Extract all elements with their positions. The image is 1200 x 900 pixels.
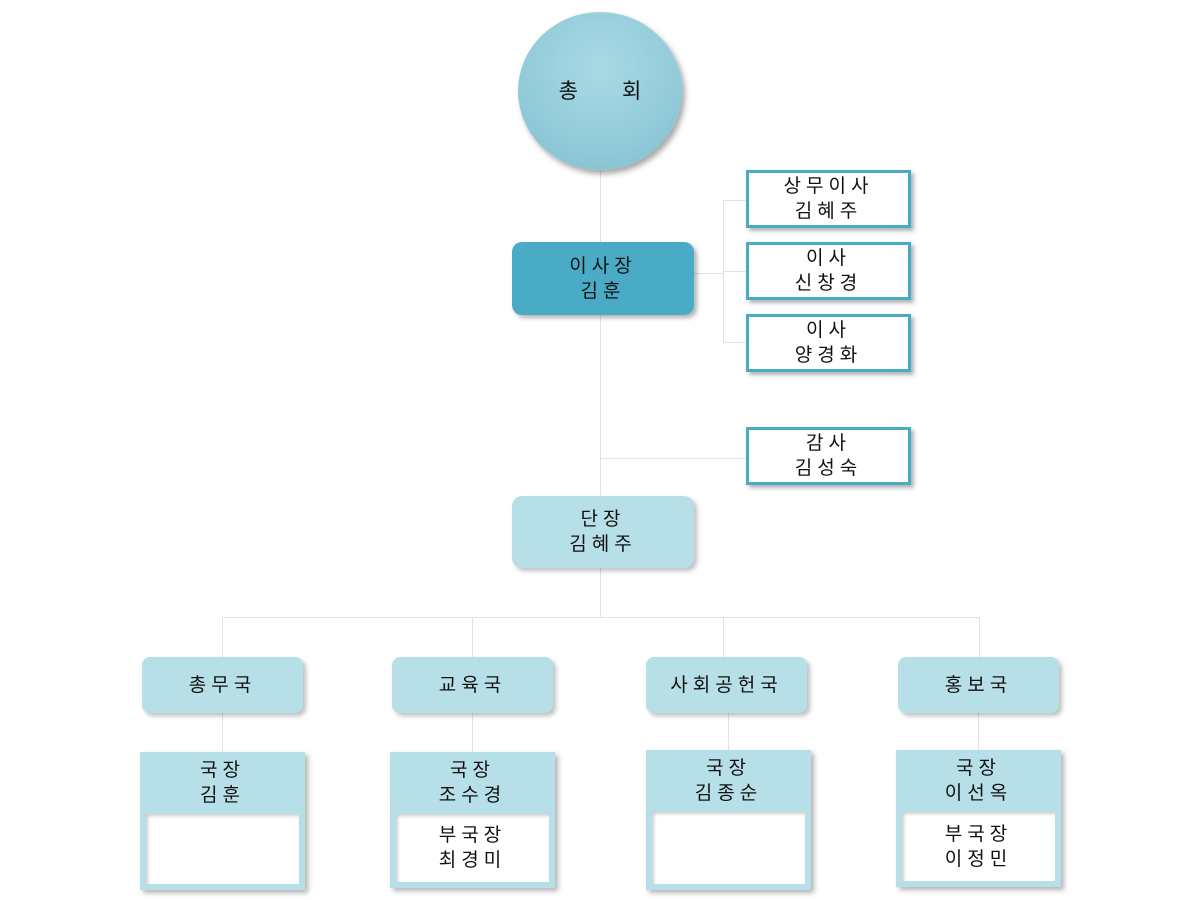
head-name: 조수경 — [438, 783, 507, 806]
director-node[interactable]: 상무이사 김혜주 — [746, 170, 911, 228]
connector-line — [723, 617, 724, 657]
department-node[interactable]: 교육국 — [392, 657, 553, 713]
chairman-node[interactable]: 이사장 김훈 — [512, 242, 694, 315]
connector-line — [723, 342, 746, 343]
node-title: 단장 — [580, 508, 626, 530]
connector-line — [694, 273, 723, 274]
node-name: 김혜주 — [569, 533, 637, 555]
department-name: 사회공헌국 — [670, 673, 783, 696]
head-name: 이선옥 — [944, 781, 1013, 804]
head-title: 국장 — [956, 756, 1001, 779]
director-node[interactable]: 이사 양경화 — [746, 314, 911, 372]
department-name: 홍보국 — [944, 673, 1013, 696]
head-title: 국장 — [706, 756, 751, 779]
deputy-section — [652, 812, 805, 884]
node-name: 양경화 — [794, 344, 863, 366]
connector-line — [978, 713, 979, 750]
department-node[interactable]: 홍보국 — [898, 657, 1059, 713]
deputy-title: 부국장 — [438, 824, 507, 846]
connector-line — [723, 271, 746, 272]
deputy-name: 이정민 — [944, 847, 1013, 870]
connector-line — [472, 617, 473, 657]
head-name: 김훈 — [200, 783, 245, 806]
node-title: 상무이사 — [783, 175, 874, 197]
connector-line — [979, 617, 980, 657]
connector-line — [472, 713, 473, 752]
general-assembly-node[interactable]: 총 회 — [518, 12, 682, 170]
node-name: 김성숙 — [794, 457, 863, 479]
department-node[interactable]: 사회공헌국 — [646, 657, 807, 713]
director-node[interactable]: 이사 신창경 — [746, 242, 911, 300]
node-title: 이사장 — [569, 254, 637, 277]
connector-line — [600, 170, 601, 617]
connector-line — [600, 458, 746, 459]
node-title: 감사 — [806, 432, 851, 454]
auditor-node[interactable]: 감사 김성숙 — [746, 427, 911, 485]
department-name: 교육국 — [438, 673, 507, 696]
deputy-section — [146, 814, 299, 884]
node-name: 김훈 — [580, 279, 626, 302]
connector-line — [222, 713, 223, 752]
node-name: 신창경 — [794, 272, 863, 294]
leader-node[interactable]: 단장 김혜주 — [512, 496, 694, 568]
node-name: 김혜주 — [794, 200, 863, 222]
assembly-label-right: 회 — [622, 78, 642, 103]
connector-line — [222, 617, 223, 657]
head-title: 국장 — [450, 758, 495, 781]
deputy-title: 부국장 — [944, 822, 1013, 845]
department-node[interactable]: 총무국 — [142, 657, 303, 713]
connector-line — [723, 200, 746, 201]
department-name: 총무국 — [188, 673, 257, 696]
assembly-label-left: 총 — [558, 78, 578, 103]
deputy-name: 최경미 — [438, 849, 507, 871]
head-name: 김종순 — [694, 781, 763, 804]
node-title: 이사 — [806, 319, 851, 341]
connector-line — [728, 713, 729, 750]
head-title: 국장 — [200, 758, 245, 781]
connector-line — [222, 617, 979, 618]
node-title: 이사 — [806, 247, 851, 269]
